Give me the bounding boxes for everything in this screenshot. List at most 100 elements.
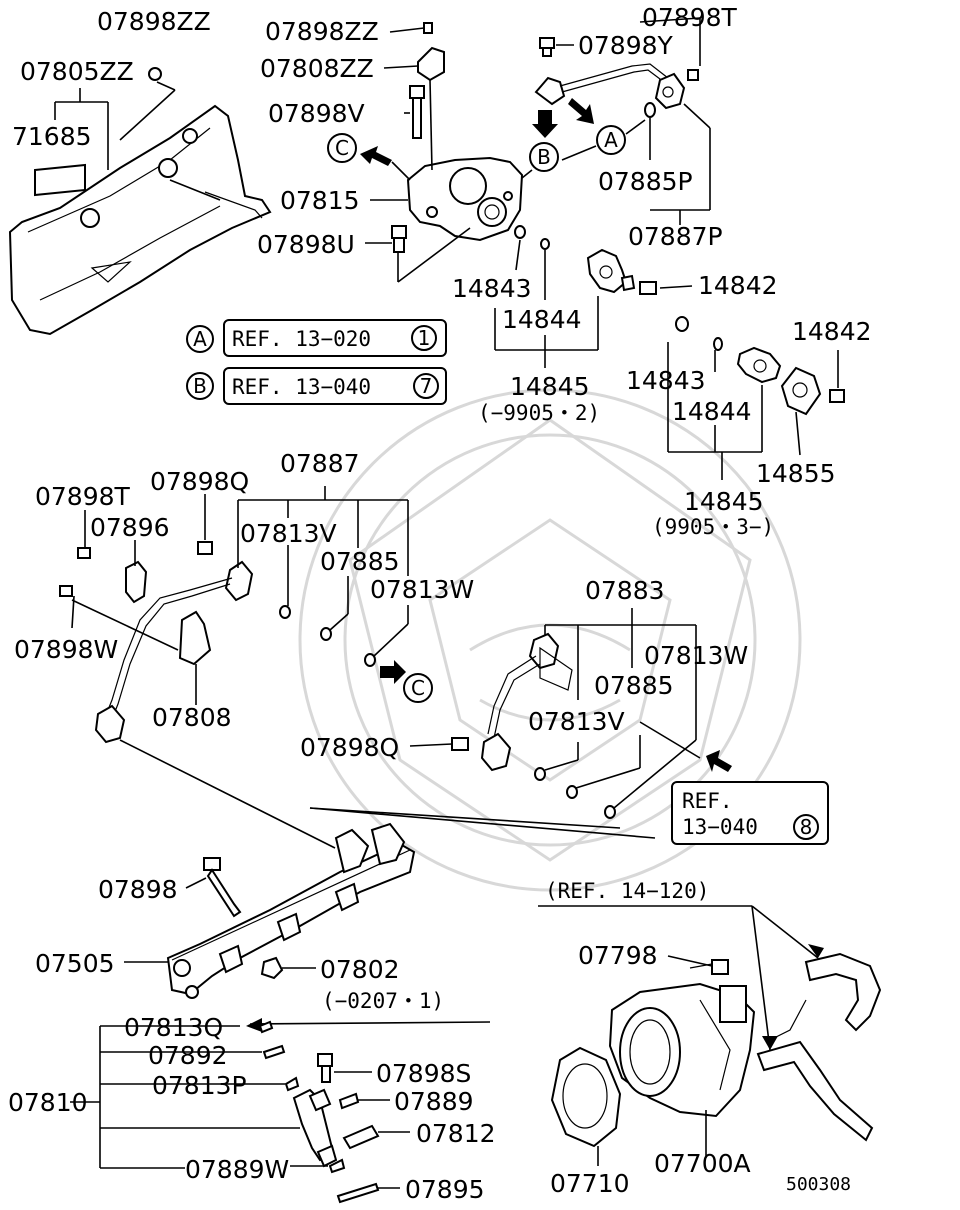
oring-07885-b: [566, 785, 578, 799]
marker-a-top: A: [604, 128, 618, 152]
label-07898s: 07898S: [376, 1059, 471, 1088]
label-07895: 07895: [405, 1175, 485, 1204]
label-07813q: 07813Q: [124, 1013, 223, 1042]
label-sticker: [34, 163, 86, 197]
seal-07813w-a: [364, 653, 376, 667]
label-07505: 07505: [35, 949, 115, 978]
ref-b-badge: B: [193, 374, 207, 398]
label-07885p: 07885P: [598, 167, 693, 196]
label-07898: 07898: [98, 875, 178, 904]
marker-c-top: C: [335, 136, 349, 160]
label-07898t-top: 07898T: [642, 3, 738, 32]
ref-b-num: 7: [420, 374, 433, 398]
bracket-07808zz: [417, 46, 445, 82]
label-07813w-a: 07813W: [370, 575, 474, 604]
fuel-rail-07505: [166, 822, 416, 999]
label-14842-a: 14842: [698, 271, 778, 300]
bolt-07898w: [59, 585, 73, 597]
spacer-07802: [260, 956, 284, 980]
hose-lower: [756, 1040, 874, 1142]
pipe-07887: [94, 560, 254, 744]
ref-a-badge: A: [193, 327, 207, 351]
note-14120: (REF. 14−120): [545, 879, 709, 903]
throttle-body-07700a: [608, 982, 756, 1118]
label-14842-b: 14842: [792, 317, 872, 346]
hose-upper: [769, 952, 882, 1041]
bolt-07898: [203, 857, 242, 918]
bolt-07898v: [409, 85, 425, 139]
bolt-07898zz-a: [148, 67, 162, 81]
label-07898zz-a: 07898ZZ: [97, 7, 211, 36]
label-07813v-b: 07813V: [528, 707, 625, 736]
seal-07813w-b: [604, 805, 616, 819]
pipe-07883: [480, 632, 573, 772]
bolt-07898q-b: [451, 737, 469, 751]
ref-8-num: 8: [800, 815, 813, 839]
label-14843-b: 14843: [626, 366, 706, 395]
throttle-body-07815: [406, 156, 524, 242]
note-14845-b: (9905・3−): [652, 515, 774, 539]
sleeve-07812: [342, 1124, 380, 1150]
pin-07895: [336, 1182, 380, 1204]
label-07802: 07802: [320, 955, 400, 984]
oring-07892: [262, 1044, 286, 1060]
label-07810: 07810: [8, 1088, 88, 1117]
label-07885-b: 07885: [594, 671, 674, 700]
label-07815: 07815: [280, 186, 360, 215]
note-14845-a: (−9905・2): [478, 401, 600, 425]
seal-07813v-b: [534, 767, 546, 781]
clip-07896: [125, 560, 148, 604]
oring-07813p: [284, 1076, 300, 1092]
pipe-07887p: [534, 63, 686, 110]
ref-8-line2: 13−040: [682, 815, 758, 839]
isc-valve-14845-a: [586, 248, 636, 294]
bolt-07898zz-b: [423, 22, 433, 34]
diagram-id: 500308: [786, 1174, 851, 1195]
label-07812: 07812: [416, 1119, 496, 1148]
isc-valve-14845-b: [736, 346, 782, 384]
seal-07813v-a: [279, 605, 291, 619]
label-07805zz: 07805ZZ: [20, 57, 134, 86]
label-07798: 07798: [578, 941, 658, 970]
oring-07889w: [328, 1158, 346, 1174]
label-14843-a: 14843: [452, 274, 532, 303]
ref-a-num: 1: [418, 326, 431, 350]
injector-07810: [292, 1088, 338, 1168]
label-07887: 07887: [280, 449, 360, 478]
screw-14842-a: [639, 281, 657, 295]
oring-07885p: [644, 102, 656, 118]
bolt-07898y: [539, 37, 555, 57]
label-07808zz: 07808ZZ: [260, 54, 374, 83]
label-07898y: 07898Y: [578, 31, 674, 60]
ref-box-8: REF. 13−040 8: [671, 781, 829, 845]
oring-07885-a: [320, 627, 332, 641]
bolt-07898q-a: [197, 541, 213, 555]
label-07813v-a: 07813V: [240, 519, 337, 548]
label-14855: 14855: [756, 459, 836, 488]
label-07889: 07889: [394, 1087, 474, 1116]
note-0207: (−0207・1): [322, 989, 444, 1013]
oring-07889: [338, 1092, 360, 1110]
label-07885-a: 07885: [320, 547, 400, 576]
gasket-14855: [780, 366, 822, 416]
engine-cover: [8, 104, 272, 336]
label-07898q-a: 07898Q: [150, 467, 249, 496]
label-07883: 07883: [585, 576, 665, 605]
label-07710: 07710: [550, 1169, 630, 1198]
label-07892: 07892: [148, 1041, 228, 1070]
label-07887p: 07887P: [628, 222, 723, 251]
label-07898v: 07898V: [268, 99, 365, 128]
label-14844-b: 14844: [672, 397, 752, 426]
label-71685: 71685: [12, 122, 92, 151]
label-07898w: 07898W: [14, 635, 118, 664]
ref-box-b: B REF. 13−040 7: [186, 367, 447, 405]
gasket-14843-a: [514, 225, 526, 239]
gasket-14843-b: [675, 316, 689, 332]
label-14844-a: 14844: [502, 305, 582, 334]
label-07700a: 07700A: [654, 1149, 751, 1178]
gasket-07710: [550, 1046, 622, 1148]
marker-c-mid: C: [411, 676, 425, 700]
bolt-07898t-top: [687, 69, 699, 81]
bolt-07798: [689, 959, 729, 975]
